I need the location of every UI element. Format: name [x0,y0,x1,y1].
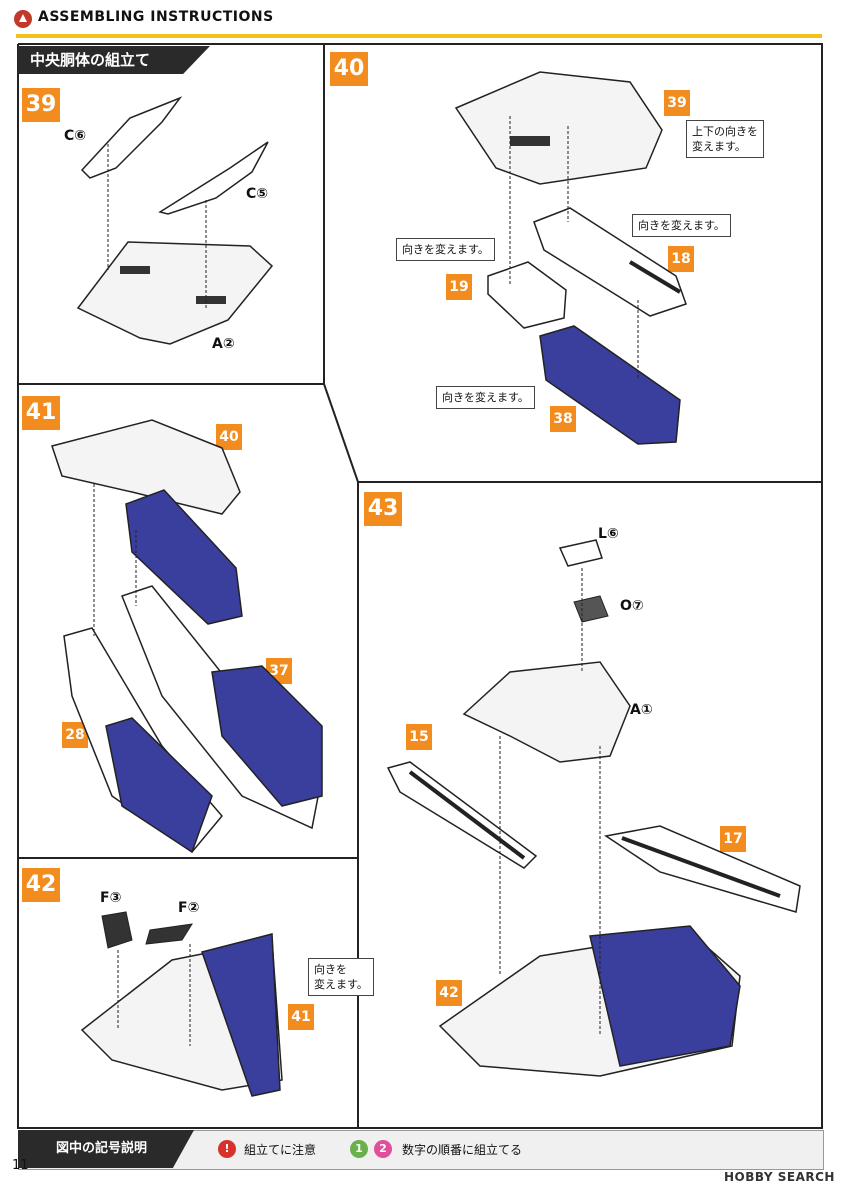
order-1-icon: 1 [350,1140,368,1158]
step-number-43: 43 [364,492,402,526]
note-turn-18: 向きを変えます。 [632,214,731,237]
part-ref-17: 17 [720,826,746,852]
caution-icon: ! [218,1140,236,1158]
legend-title: 図中の記号説明 [18,1130,194,1168]
step41-drawing [51,419,323,854]
order-2-icon: 2 [374,1140,392,1158]
note-turn-38: 向きを変えます。 [436,386,535,409]
note-turn-42: 向きを 変えます。 [308,958,374,996]
watermark: HOBBY SEARCH [724,1170,835,1184]
part-ref-40: 40 [216,424,242,450]
section-title: 中央胴体の組立て [18,46,210,74]
part-label-f3: F③ [100,890,122,906]
legend-order-text: 数字の順番に組立てる [402,1143,523,1157]
step-number-40: 40 [330,52,368,86]
part-label-c5: C⑤ [246,186,269,202]
part-ref-18: 18 [668,246,694,272]
header-title: ASSEMBLING INSTRUCTIONS [38,9,274,25]
page-number: 11 [12,1158,29,1173]
part-label-l6: L⑥ [598,526,619,542]
part-ref-39: 39 [664,90,690,116]
part-ref-15: 15 [406,724,432,750]
step39-drawing [76,96,274,345]
step-number-39: 39 [22,88,60,122]
step-number-42: 42 [22,868,60,902]
part-label-a1: A① [630,702,653,718]
step40-drawing [454,71,687,445]
brand-logo-icon [14,10,32,28]
note-turn-19: 向きを変えます。 [396,238,495,261]
legend-caution-text: 組立てに注意 [244,1143,317,1157]
step43-drawing [386,539,801,1077]
part-ref-38: 38 [550,406,576,432]
header-divider [16,34,822,38]
part-label-a2: A② [212,336,235,352]
part-ref-42: 42 [436,980,462,1006]
part-label-f2: F② [178,900,200,916]
step-number-41: 41 [22,396,60,430]
part-label-c6: C⑥ [64,128,87,144]
part-ref-41: 41 [288,1004,314,1030]
note-flip: 上下の向きを 変えます。 [686,120,764,158]
step42-drawing [80,911,283,1097]
part-ref-19: 19 [446,274,472,300]
part-label-o7: O⑦ [620,598,644,614]
